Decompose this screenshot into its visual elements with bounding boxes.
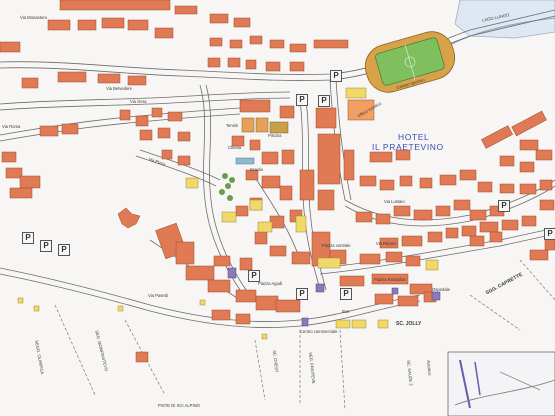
ski-lift-label: Autobus <box>426 359 433 376</box>
ski-lift-label: SC. JOLLY <box>396 321 422 327</box>
hotel-annotation-line1: HOTEL <box>398 132 430 142</box>
street-label: Via Belvedere <box>106 86 132 91</box>
roads <box>0 9 555 329</box>
poi-label: Piazza Kandahar <box>374 277 406 282</box>
poi-label: Piscina <box>268 133 282 138</box>
lake-area <box>454 0 555 39</box>
poi-label: Scuola <box>250 167 263 172</box>
inset-map <box>447 351 555 416</box>
parking-icon: P <box>58 244 70 256</box>
hotel-annotation: HOTEL IL PRAETEVINO <box>372 132 444 153</box>
public-buildings <box>17 87 439 340</box>
parking-icon: P <box>40 240 52 252</box>
ski-area-label: PISTE DI SCI ALPINO <box>158 403 200 408</box>
sports-ground <box>364 31 456 93</box>
street-label: Via Lustaio <box>384 199 405 204</box>
street-label: Via Pasetti <box>148 293 168 298</box>
street-label: Via Gera <box>130 99 147 104</box>
poi-label: Ospedale <box>432 287 450 292</box>
street-label: Via Roma <box>2 124 21 129</box>
tennis-courts <box>235 117 289 165</box>
street-label: Via Monastero <box>20 15 47 20</box>
parking-icon: P <box>340 288 352 300</box>
parking-icon: P <box>498 200 510 212</box>
parking-icon: P <box>296 94 308 106</box>
parking-icon: P <box>544 228 555 240</box>
parking-icon: P <box>248 270 260 282</box>
parking-icon: P <box>330 70 342 82</box>
poi-label: Piazza centrale <box>322 243 351 248</box>
poi-label: Bus <box>342 309 350 314</box>
lake-shore <box>451 17 555 45</box>
parking-icon: P <box>318 95 330 107</box>
hotel-annotation-line2: IL PRAETEVINO <box>372 141 444 152</box>
trees <box>219 173 235 201</box>
lift-stations <box>227 267 441 327</box>
parking-icon: P <box>296 288 308 300</box>
parking-icon: P <box>22 232 34 244</box>
poi-label: Centro commerciale <box>300 329 338 334</box>
street-label: Via Ritorno <box>376 241 397 246</box>
poi-label: Chiesa <box>228 145 242 150</box>
poi-label: Piazza Agudi <box>258 281 283 286</box>
poi-label: Tennis <box>226 123 239 128</box>
